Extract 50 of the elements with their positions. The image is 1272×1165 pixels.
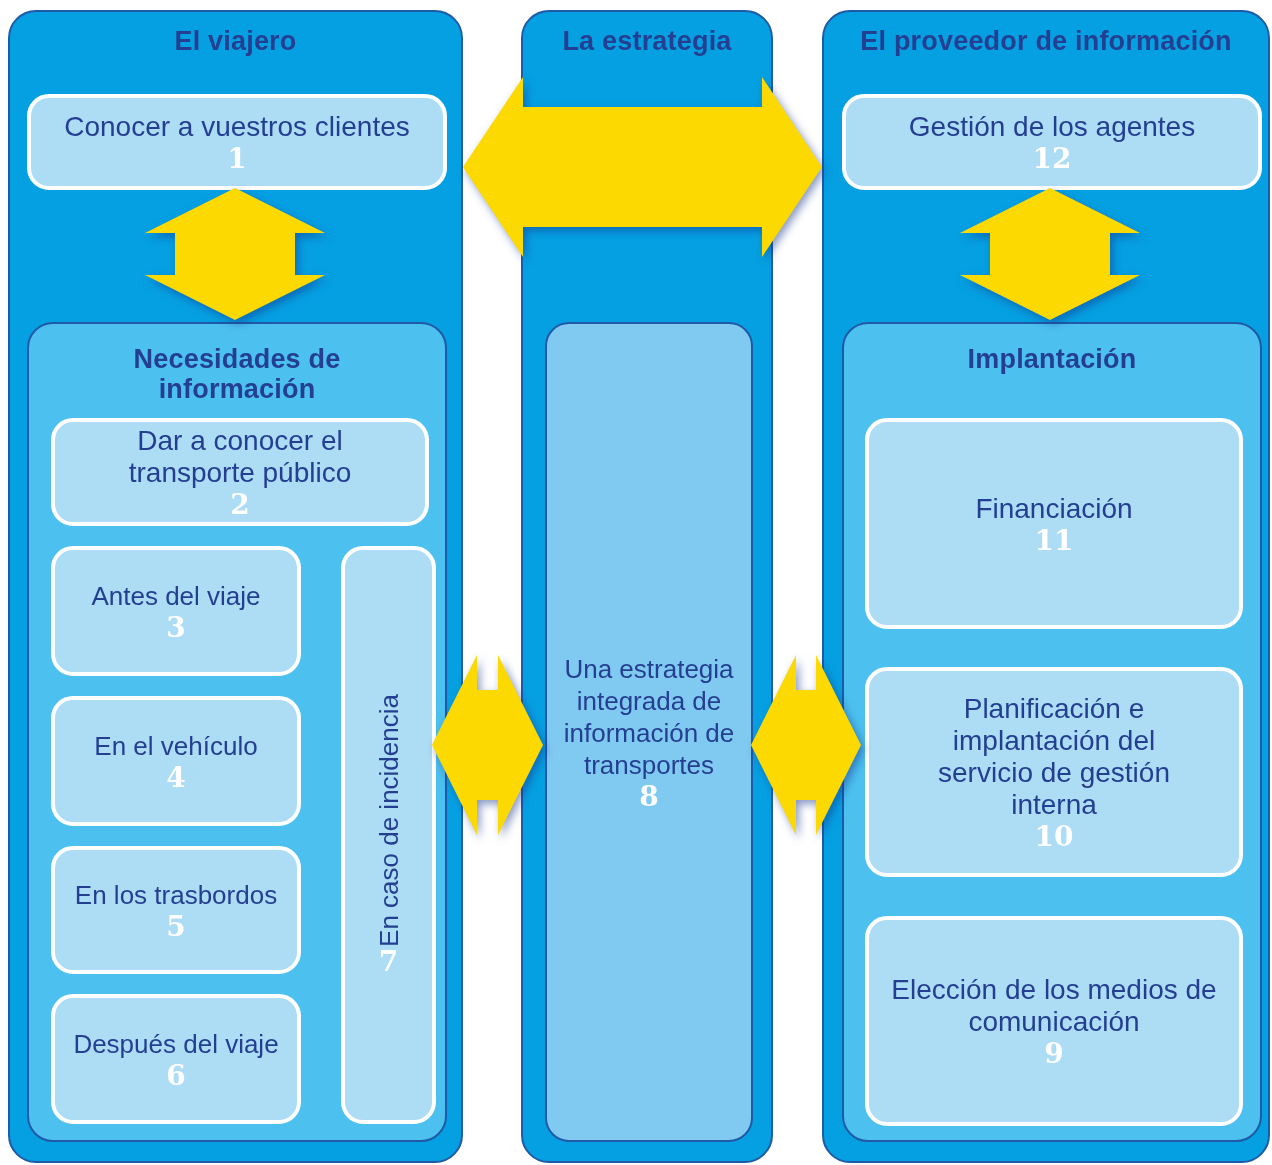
double-arrow [960, 188, 1140, 320]
section-heading: Necesidades de información [132, 344, 342, 404]
step-number: 6 [166, 1062, 186, 1090]
step-number: 11 [1034, 526, 1074, 555]
step-label: Financiación [975, 492, 1133, 525]
double-arrow [751, 655, 861, 835]
step-box [51, 546, 301, 676]
double-arrow [463, 77, 822, 257]
step-number: 8 [639, 783, 659, 811]
step-label: Conocer a vuestros clientes [64, 111, 410, 143]
step-number: 9 [1044, 1040, 1064, 1068]
step-label: Elección de los medios de comunicación [890, 974, 1218, 1038]
step-box [865, 418, 1243, 629]
step-label: Gestión de los agentes [908, 111, 1196, 143]
step-box [865, 667, 1243, 877]
step-number: 1 [227, 145, 247, 173]
step-label: Planificación e implantación del servicio de gestión interna [937, 693, 1171, 821]
step-box [865, 916, 1243, 1126]
step-number: 7 [378, 948, 399, 977]
step-number: 2 [230, 491, 250, 519]
section-panel [842, 322, 1262, 1142]
step-label: En los trasbordos [74, 879, 278, 911]
step-box [51, 418, 429, 526]
step-box [51, 994, 301, 1124]
column-panel [822, 10, 1270, 1163]
step-label: Antes del viaje [91, 580, 261, 612]
section-heading: La estrategia [562, 26, 732, 56]
step-number: 10 [1034, 823, 1074, 851]
step-box [341, 546, 436, 1124]
section-heading: El viajero [174, 26, 297, 56]
step-box [842, 94, 1262, 190]
step-number: 12 [1032, 145, 1072, 173]
section-heading: El proveedor de información [860, 26, 1232, 56]
column-panel [8, 10, 463, 1163]
step-label: En caso de incidencia [372, 693, 405, 947]
step-box [51, 696, 301, 826]
step-box [27, 94, 447, 190]
step-label: Dar a conocer el transporte público [127, 425, 353, 489]
section-heading: Implantación [967, 344, 1137, 374]
section-panel [27, 322, 447, 1142]
double-arrow [432, 655, 543, 835]
step-label: Después del viaje [73, 1028, 279, 1060]
step-number: 4 [166, 764, 186, 792]
strategy-box [545, 322, 753, 1142]
step-number: 5 [166, 913, 186, 941]
step-label: En el vehículo [94, 730, 258, 762]
step-box [51, 846, 301, 974]
step-number: 3 [166, 614, 186, 642]
step-label: Una estrategia integrada de información de transportes [562, 653, 736, 781]
double-arrow [145, 188, 325, 320]
